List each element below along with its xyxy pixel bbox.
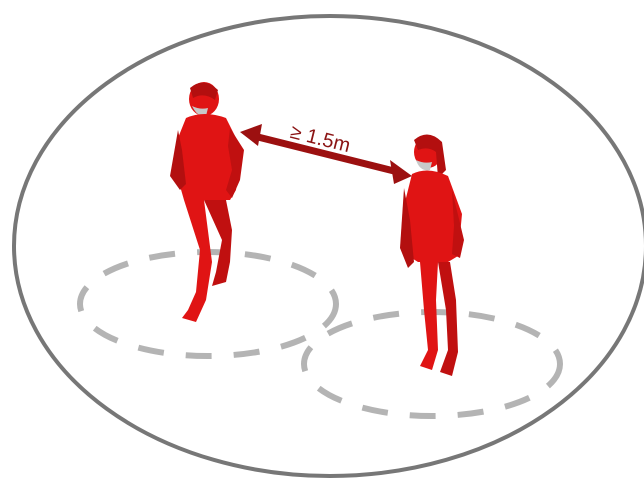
person-left-icon [170,82,244,322]
person-right-icon [400,134,464,376]
outer-zone-boundary [14,16,644,476]
